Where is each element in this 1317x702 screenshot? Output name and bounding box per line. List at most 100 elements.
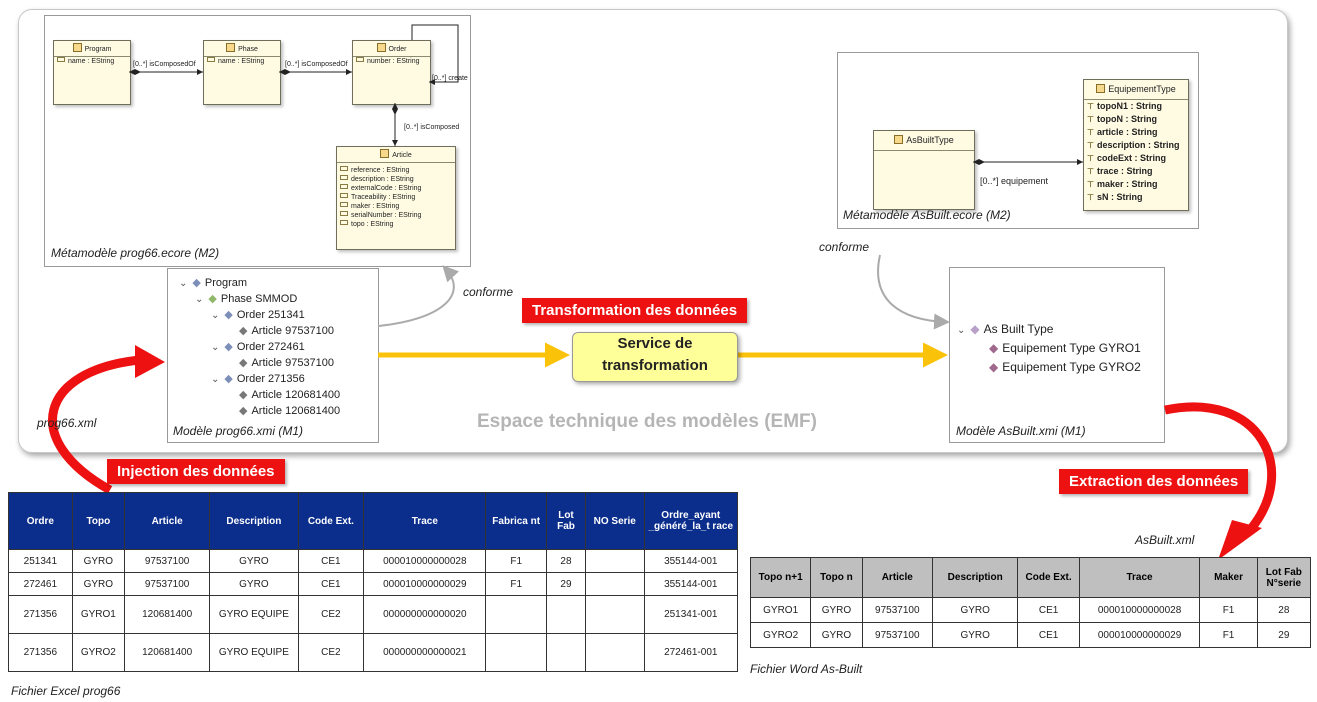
tree-item[interactable]: ⌄ ◆Program	[179, 276, 247, 292]
tree-item[interactable]: ◆Article 120681400	[239, 388, 340, 404]
tree-item[interactable]: ◆Equipement Type GYRO2	[989, 358, 1141, 377]
eclass-icon	[1096, 84, 1106, 93]
attribute-icon: ⊤	[1087, 154, 1094, 163]
composition-diamond	[129, 69, 141, 75]
metamodel-asbuilt-caption: Métamodèle AsBuilt.ecore (M2)	[843, 208, 1011, 222]
table-cell: 29	[545, 572, 587, 596]
tree-label: Article 97537100	[251, 325, 335, 337]
table-cell: 000010000000029	[1078, 622, 1201, 648]
attribute-icon	[340, 193, 348, 198]
attribute-icon: ⊤	[1087, 115, 1094, 124]
column-header: Maker	[1199, 557, 1258, 598]
table-cell: 28	[545, 549, 587, 573]
model-prog66-panel	[167, 268, 379, 443]
arrow-head	[1077, 159, 1083, 165]
table-cell: GYRO	[810, 622, 863, 648]
column-header: Code Ext.	[1017, 557, 1080, 598]
column-header: Trace	[1078, 557, 1201, 598]
table-cell: GYRO1	[71, 595, 126, 634]
column-header: Code Ext.	[297, 492, 365, 550]
tree-item[interactable]: ⌄◆Order 251341	[211, 308, 305, 324]
class-attribute: maker : String	[1097, 179, 1158, 189]
chevron-down-icon[interactable]: ⌄	[211, 310, 220, 321]
chevron-down-icon[interactable]: ⌄	[211, 342, 220, 353]
class-program: Program name : EString	[53, 40, 131, 105]
tree-label: Order 272461	[236, 341, 305, 353]
table-cell: CE1	[1017, 622, 1080, 648]
tree-item[interactable]: ⌄◆Phase SMMOD	[195, 292, 297, 308]
column-header: Description	[209, 492, 299, 550]
injection-banner: Injection des données	[107, 459, 285, 484]
table-cell: 97537100	[124, 549, 211, 573]
transformation-service-box: Service de transformation	[572, 332, 738, 382]
eclass-icon	[894, 135, 904, 144]
class-attribute: number : EString	[367, 58, 420, 65]
word-asbuilt-table: Topo n+1 Topo n Article Description Code…	[749, 557, 1312, 648]
chevron-down-icon[interactable]: ⌄	[195, 294, 204, 305]
table-cell: 000010000000028	[363, 549, 487, 573]
chevron-down-icon[interactable]: ⌄	[211, 374, 220, 385]
table-cell: GYRO EQUIPE	[209, 595, 299, 634]
column-header: Fabrica nt	[485, 492, 547, 550]
table-cell: GYRO	[931, 622, 1019, 648]
column-header: Topo n	[810, 557, 863, 598]
tree-item[interactable]: ◆Article 97537100	[239, 324, 334, 340]
relation-label: [0..*] isComposedOf	[133, 61, 196, 68]
diamond-icon: ◆	[192, 277, 201, 289]
class-attribute: name : EString	[218, 58, 265, 65]
column-header: Ordre_ayant _généré_la_t race	[643, 492, 739, 550]
attribute-icon	[340, 166, 348, 171]
tree-item[interactable]: ⌄◆Order 271356	[211, 372, 305, 388]
tree-item[interactable]: ⌄ ◆As Built Type	[957, 320, 1053, 340]
model-asbuilt-tree: ⌄◆As Built Type ◆Equipement Type GYRO1 ◆…	[949, 320, 1163, 380]
tree-item[interactable]: ⌄◆Order 272461	[211, 340, 305, 356]
class-name: Order	[388, 46, 407, 53]
tree-item[interactable]: ◆Article 120681400	[239, 404, 340, 420]
eclass-icon	[380, 149, 390, 158]
class-asbuilttype: AsBuiltType	[873, 130, 975, 210]
tree-item[interactable]: ◆Article 97537100	[239, 356, 334, 372]
table-cell: CE1	[1017, 597, 1080, 623]
tree-label: Equipement Type GYRO2	[1002, 360, 1141, 374]
metamodel-prog66-caption: Métamodèle prog66.ecore (M2)	[51, 246, 220, 260]
class-attribute: article : String	[1097, 127, 1158, 137]
chevron-down-icon[interactable]: ⌄	[179, 278, 188, 289]
chevron-down-icon[interactable]: ⌄	[957, 325, 966, 336]
eclass-icon	[72, 43, 82, 52]
class-phase: Phase name : EString	[203, 40, 281, 105]
class-attribute: sN : String	[1097, 192, 1143, 202]
extraction-arrow	[1164, 402, 1277, 533]
diamond-icon: ◆	[970, 322, 980, 336]
table-cell	[585, 572, 645, 596]
table-cell: CE1	[297, 572, 365, 596]
table-cell	[585, 549, 645, 573]
tree-label: Article 120681400	[251, 405, 341, 417]
relation-label: [0..*] equipement	[980, 176, 1049, 186]
diamond-icon: ◆	[989, 360, 999, 374]
column-header: Topo n+1	[749, 557, 812, 598]
relation-label: [0..*] create	[432, 75, 468, 82]
extraction-banner: Extraction des données	[1059, 469, 1249, 494]
transformation-banner: Transformation des données	[522, 298, 748, 323]
column-header: Article	[124, 492, 211, 550]
table-cell: 000000000000021	[363, 633, 487, 672]
attribute-icon	[356, 57, 364, 62]
composition-diamond	[279, 69, 291, 75]
service-label-line2: transformation	[602, 357, 708, 374]
tree-label: As Built Type	[983, 322, 1054, 336]
extraction-arrow-head	[1218, 520, 1262, 560]
tree-label: Article 97537100	[251, 357, 335, 369]
table-cell: GYRO	[71, 572, 126, 596]
table-cell: GYRO EQUIPE	[209, 633, 299, 672]
table-row: GYRO2 GYRO 97537100 GYRO CE1 00001000000…	[749, 622, 1312, 648]
tree-item[interactable]: ◆Equipement Type GYRO1	[989, 339, 1141, 358]
excel-caption: Fichier Excel prog66	[11, 684, 121, 698]
table-cell: GYRO2	[71, 633, 126, 672]
class-attribute: Traceability : EString	[351, 194, 416, 201]
attribute-icon	[207, 57, 215, 62]
diamond-icon: ◆	[239, 357, 248, 369]
eclass-icon	[376, 43, 386, 52]
tree-label: Program	[204, 277, 248, 289]
composition-diamond	[392, 103, 398, 115]
